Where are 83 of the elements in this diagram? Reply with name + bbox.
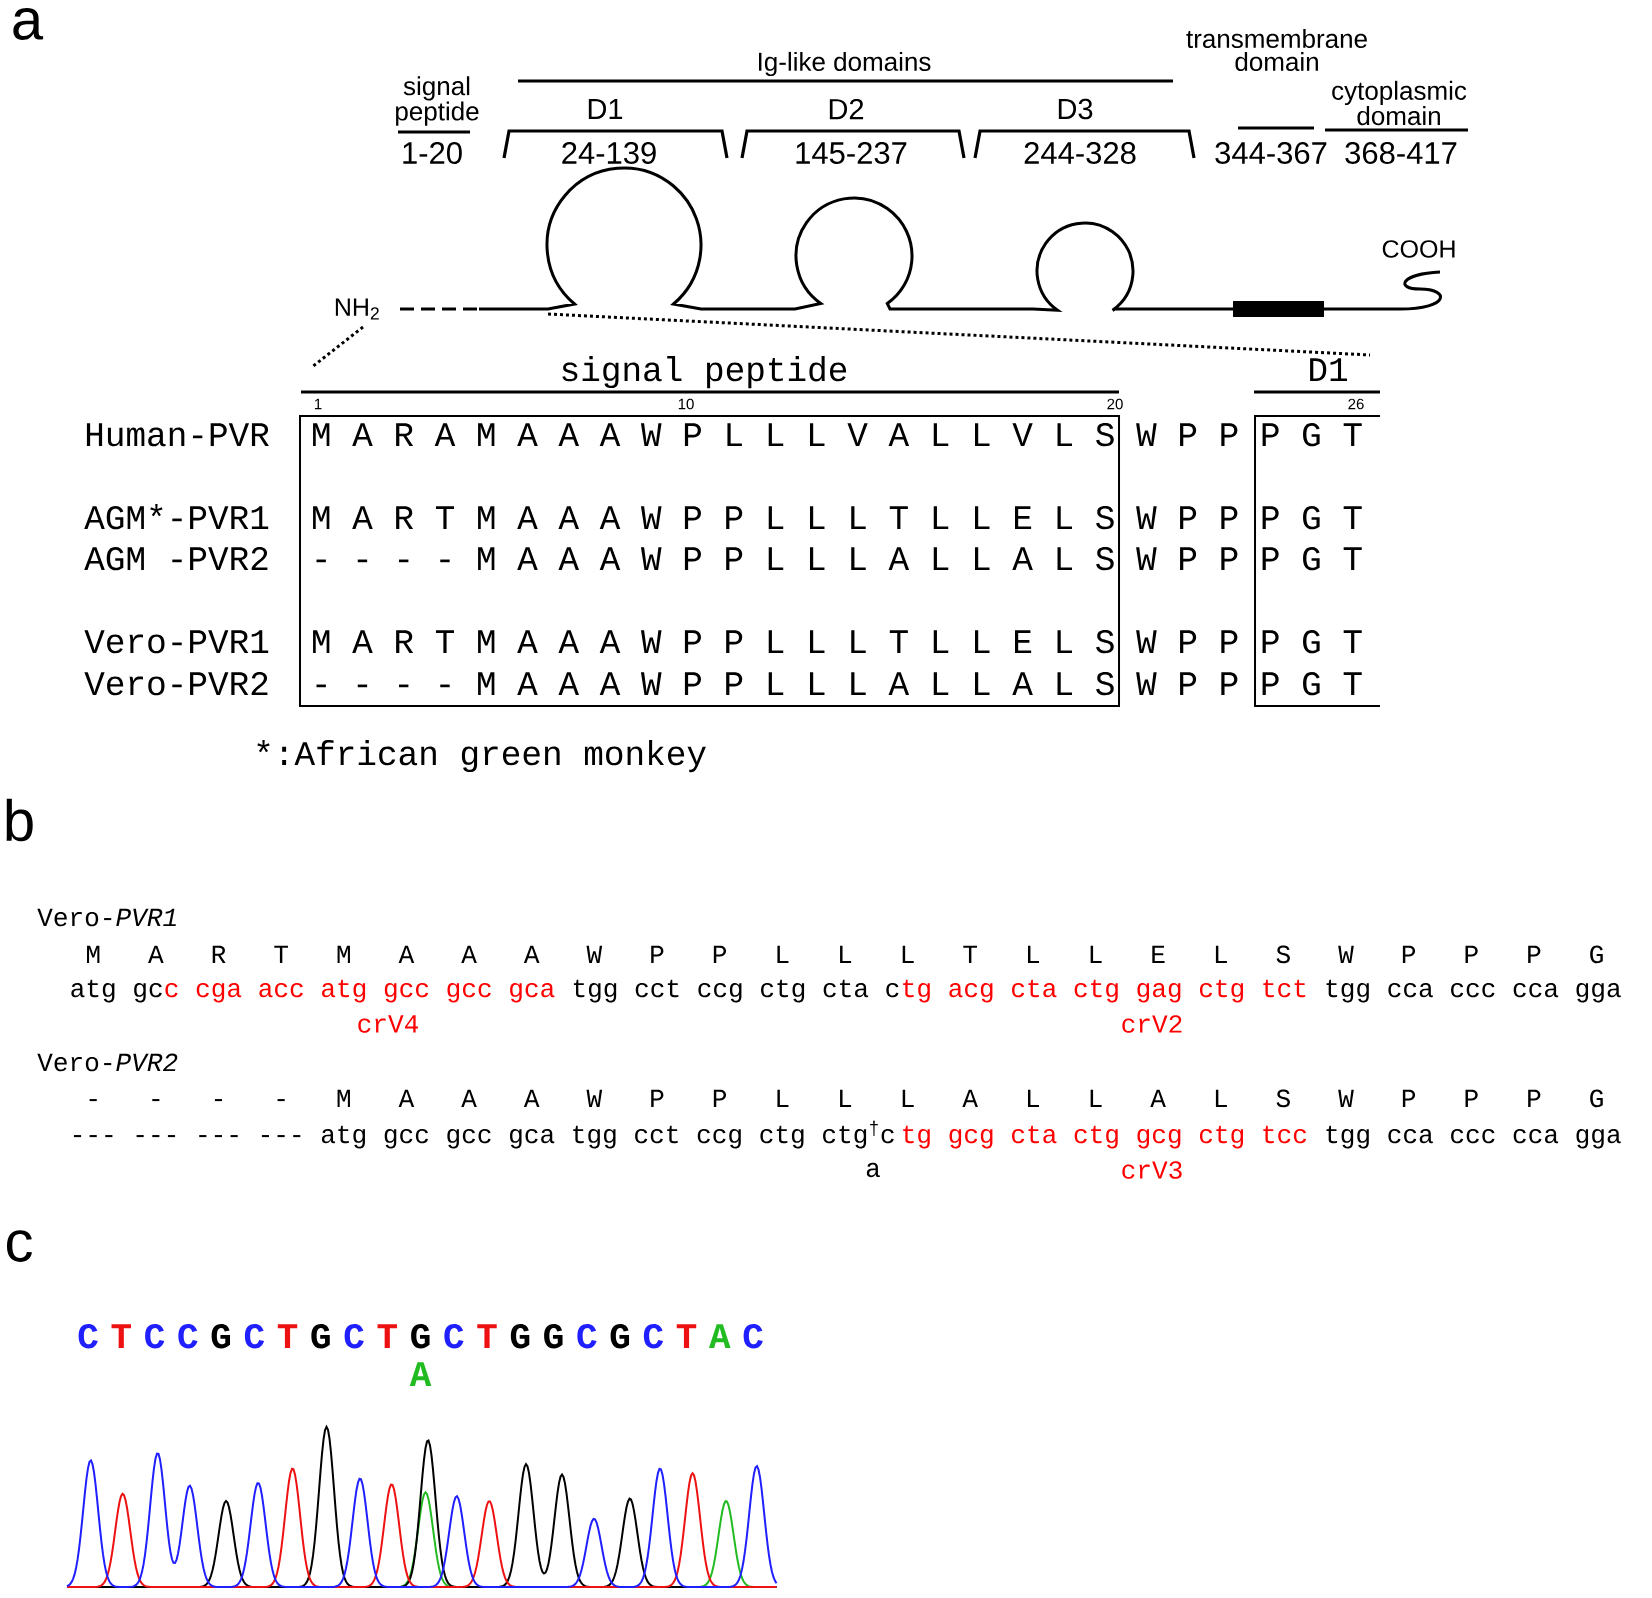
codon-row: tg acg cta ctg gag ctg tct [903,979,1306,1003]
base-call: T [477,1324,497,1348]
residue-range: 1-20 [403,142,462,164]
residue-row: P G T [1262,630,1362,654]
base-call: C [643,1323,664,1349]
residue-range: 244-328 [1024,142,1136,164]
panel-letter: a [13,8,44,40]
base-call: G [311,1323,330,1349]
base-call: C [178,1323,198,1349]
domain-label: D1 [588,99,623,119]
residue-number: 20 [1107,398,1123,410]
base-call: C [244,1323,265,1349]
residue-row: W P P [1136,547,1238,570]
domain-label: signal peptide [396,76,479,126]
residue-row: W P P [1136,506,1238,529]
base-call: C [444,1323,464,1349]
residue-row: P G T [1262,672,1362,696]
codon-row: --- --- --- --- atg gcc gcc gca tgg cct ccg ctg ctg$^{†}$c [73,1120,894,1149]
residue-row: W P P [1136,630,1238,653]
base-call: G [510,1323,530,1349]
residue-range: 344-367 [1215,142,1327,164]
base-call: C [577,1323,597,1349]
domain-label: transmembrane domain [1186,28,1367,72]
residue-row: - - - - M A A A W P P L L L A L L A L S [316,672,1114,696]
region-label: signal peptide [562,356,847,389]
codon-row: c cga acc atg gcc gcc gca [165,979,555,1003]
sequence-name: Vero-PVR1 [84,630,269,654]
amino-acid-row: M A R T M A A A W P P L L L T L L E L S W P P P G [87,945,1603,964]
panel-letter: c [6,1230,32,1262]
base-call: G [211,1323,231,1349]
region-label: D1 [1310,358,1347,381]
terminus-label: NH$_{2}$ [335,298,379,320]
amino-acid-row: - - - - M A A A W P P L L L A L L A L S W P P P G [89,1089,1603,1108]
residue-range: 24-139 [562,142,656,164]
residue-row: P G T [1262,547,1362,571]
domain-label: Ig-like domains [759,51,931,77]
residue-row: W P P [1136,423,1238,446]
base-call: C [145,1323,165,1349]
sequence-name: Human-PVR [86,423,269,447]
base-call: C [743,1323,763,1349]
base-call: T [676,1324,697,1348]
codon-row: atg gc [71,979,162,1003]
residue-number: 1 [314,398,322,410]
variant-base: a [866,1162,880,1178]
guide-label: crV4 [358,1015,418,1033]
terminus-label: COOH [1382,240,1455,258]
codon-row: tgg cca ccc cca gga [1326,1125,1621,1149]
residue-number: 26 [1348,398,1364,410]
base-call: A [409,1362,432,1386]
sequence-name: AGM*-PVR1 [84,504,269,530]
codon-row: tgg cca ccc cca gga [1326,979,1621,1003]
residue-row: P G T [1262,506,1362,530]
panel-letter: b [6,798,33,842]
sequence-name: Vero-PVR2 [84,672,268,696]
sequence-name: AGM -PVR2 [84,547,268,571]
base-call: G [610,1323,630,1349]
domain-label: cytoplasmic domain [1332,80,1467,126]
guide-label: crV3 [1122,1161,1182,1179]
guide-label: crV2 [1122,1015,1182,1033]
sequence-name: Vero-PVR1 [37,908,176,927]
base-call: C [344,1323,364,1349]
base-call: C [78,1323,98,1349]
sequence-name: Vero-PVR2 [37,1053,178,1072]
residue-row: - - - - M A A A W P P L L L A L L A L S [316,547,1114,571]
footnote: *:African green monkey [257,740,706,773]
domain-label: D3 [1058,98,1093,120]
base-call: G [544,1323,563,1349]
residue-range: 368-417 [1345,142,1457,164]
residue-range: 145-237 [796,142,907,164]
base-call: T [111,1324,131,1348]
residue-row: W P P [1136,672,1238,695]
base-call: G [411,1323,430,1349]
residue-row: M A R T M A A A W P P L L L T L L E L S [313,506,1114,530]
codon-row: tgg cct ccg ctg cta c [573,979,899,1003]
residue-row: M A R T M A A A W P P L L L T L L E L S [313,630,1114,654]
base-call: T [377,1324,397,1348]
base-call: A [708,1324,731,1348]
residue-number: 10 [678,398,694,410]
base-call: T [277,1324,298,1348]
residue-row: P G T [1262,423,1362,447]
residue-row: M A R A M A A A W P L L L V A L L V L S [313,423,1114,447]
domain-label: D2 [829,98,864,120]
codon-row: tg gcg cta ctg gcg ctg tcc [903,1125,1306,1149]
